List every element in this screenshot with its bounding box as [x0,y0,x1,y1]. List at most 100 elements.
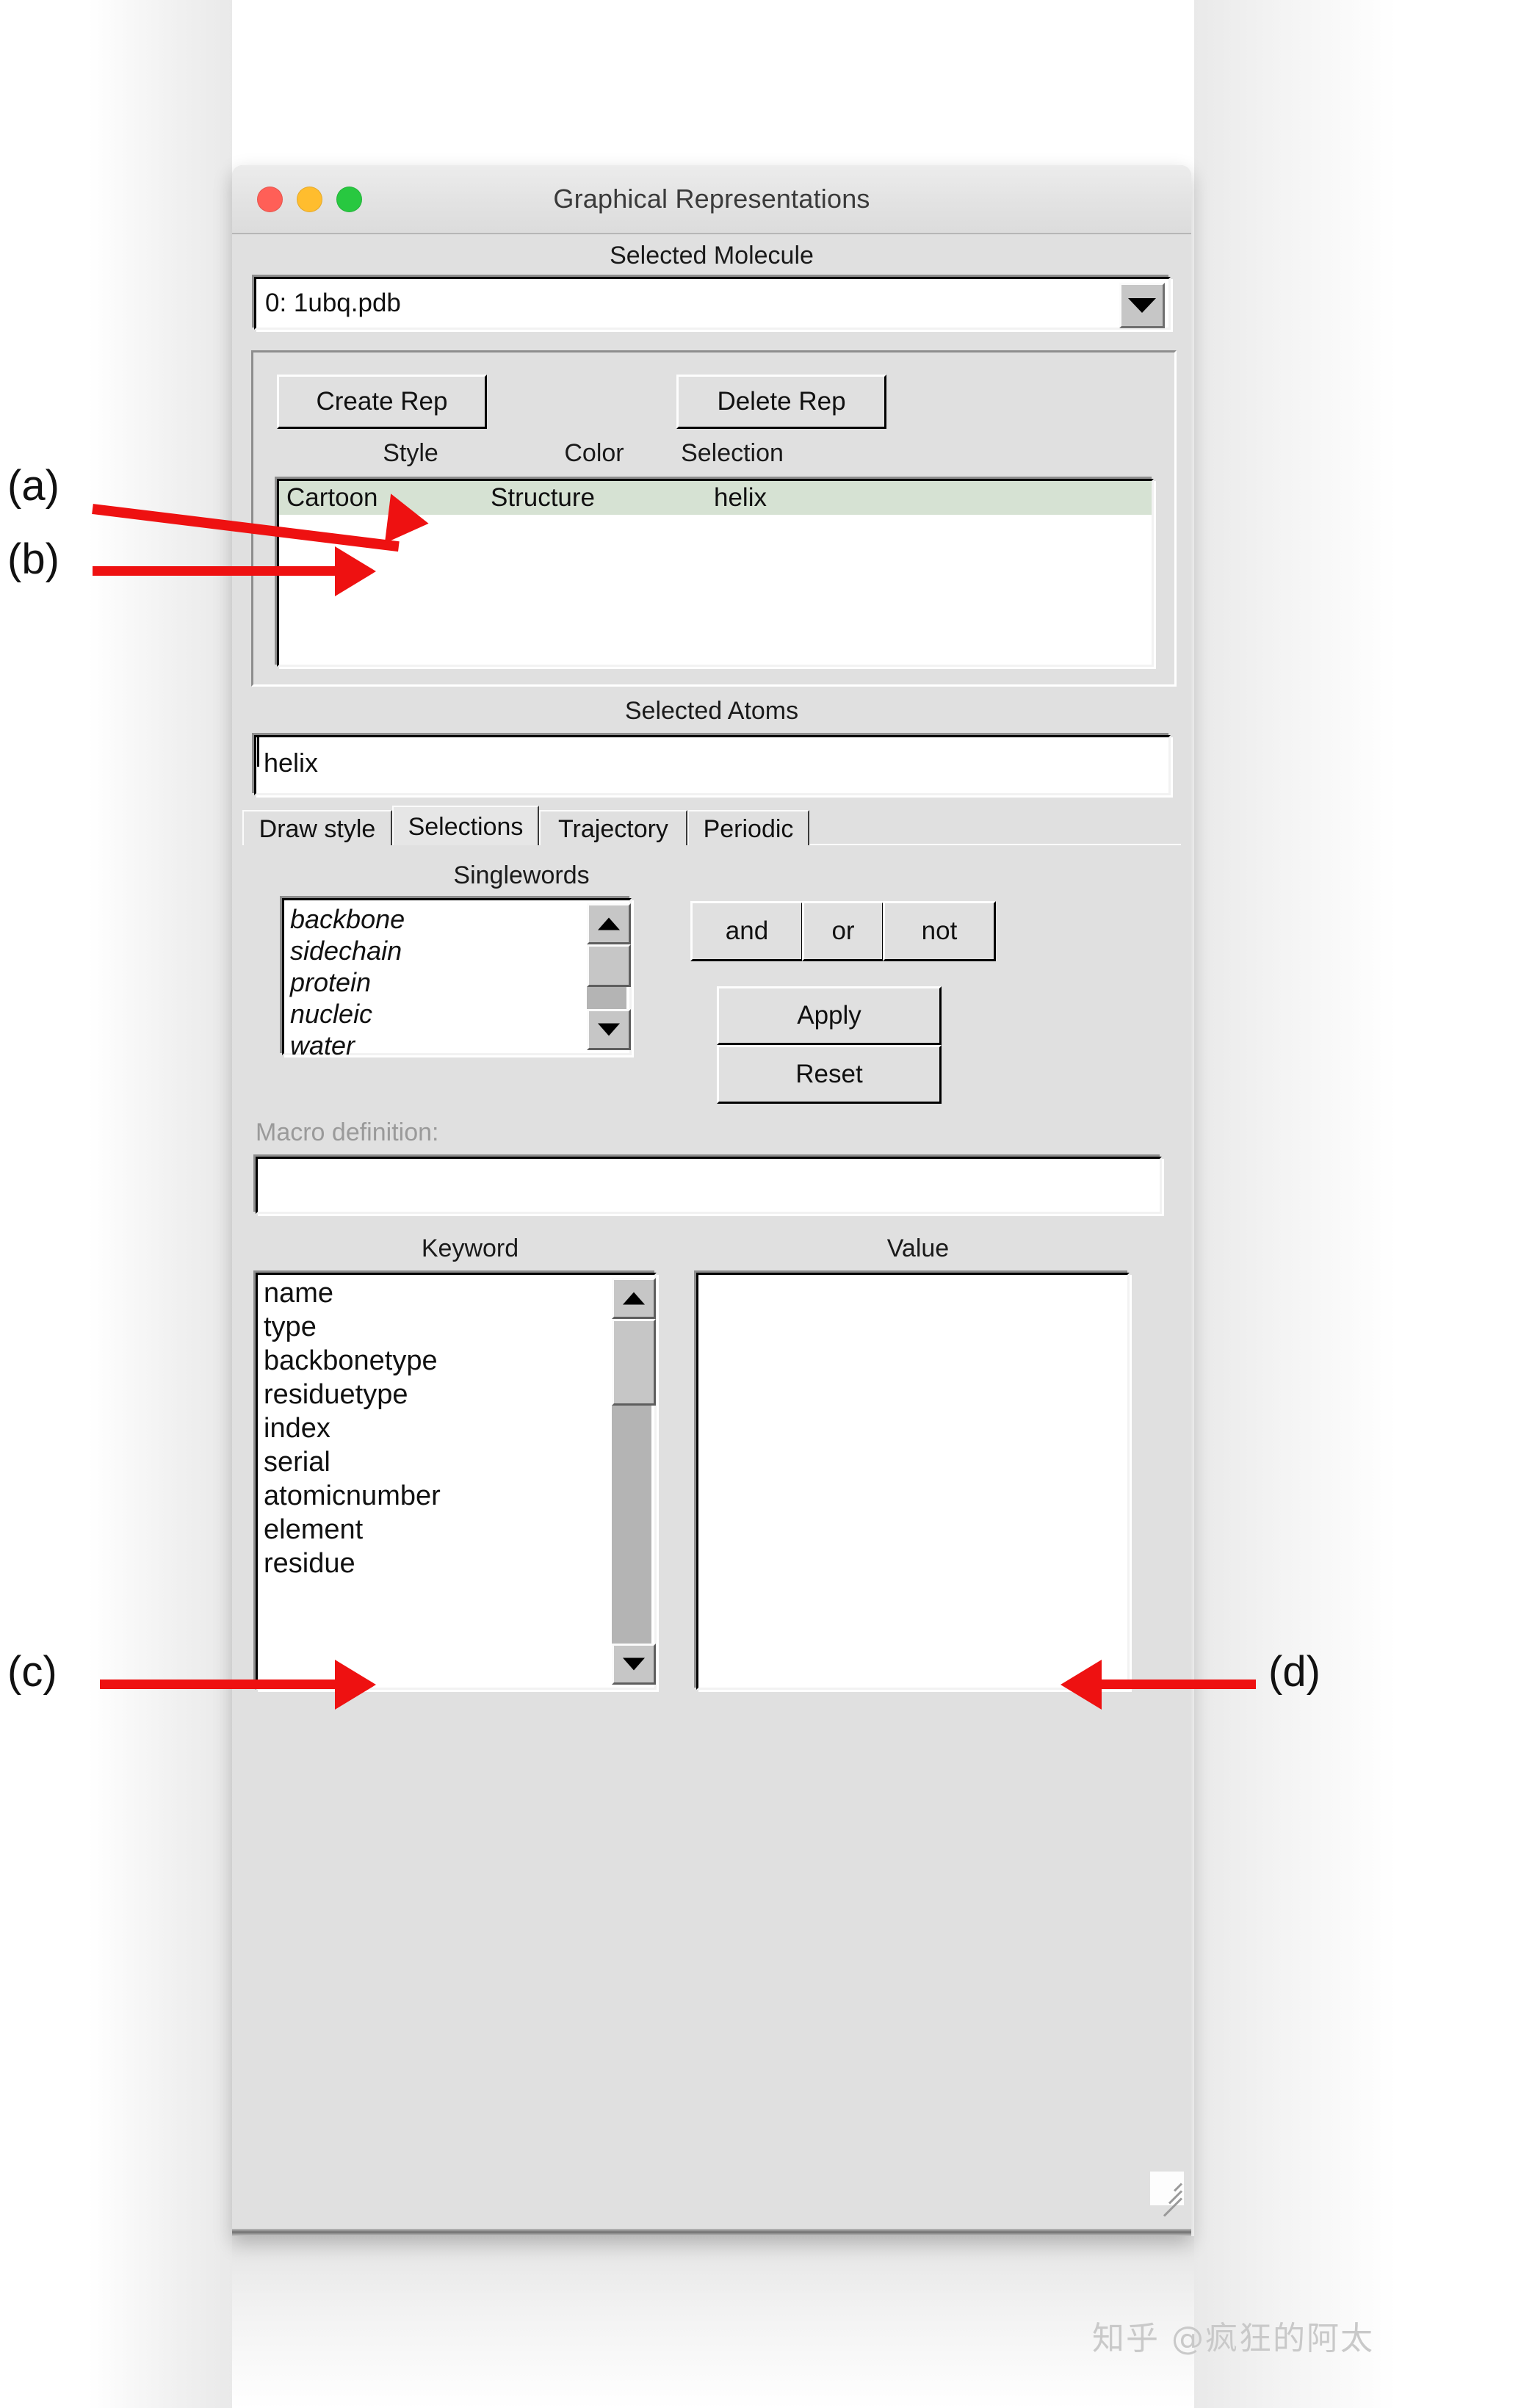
annotation-d-line [1102,1680,1256,1689]
list-item[interactable]: atomicnumber [264,1480,441,1511]
list-item[interactable]: serial [264,1447,330,1478]
selected-atoms-label: Selected Atoms [624,697,799,725]
annotation-c-label: (c) [7,1648,57,1696]
close-button[interactable] [257,187,283,212]
singlewords-label: Singlewords [453,861,590,889]
tab-draw-style-label: Draw style [259,814,376,843]
reset-label: Reset [795,1060,863,1088]
not-label: not [921,916,958,945]
singlewords-items: backbone sidechain protein nucleic water [290,903,577,1061]
value-label: Value [886,1234,950,1262]
tab-selections[interactable]: Selections [392,806,539,847]
row-style: Cartoon [286,483,378,512]
annotation-c-line [100,1680,335,1689]
tab-periodic[interactable]: Periodic [687,810,809,847]
window-body: Selected Molecule 0: 1ubq.pdb Create Rep… [232,234,1191,2236]
annotation-c-arrowhead [335,1660,376,1710]
annotation-b-arrowhead [335,546,376,596]
list-item[interactable]: index [264,1413,330,1444]
not-button[interactable]: not [883,901,996,961]
tab-draw-style[interactable]: Draw style [242,810,392,847]
selected-molecule-value: 0: 1ubq.pdb [265,289,401,317]
tab-bar: Draw style Selections Trajectory Periodi… [242,806,1181,847]
representations-panel: Create Rep Delete Rep Style Color Select… [251,350,1177,687]
tab-selections-label: Selections [408,812,524,841]
tab-periodic-label: Periodic [703,814,794,843]
list-item[interactable]: nucleic [290,999,373,1029]
zoom-button[interactable] [336,187,362,212]
logic-button-group: and or not [690,901,999,961]
or-label: or [831,916,855,945]
tab-trajectory-label: Trajectory [558,814,668,843]
annotation-d-label: (d) [1268,1648,1321,1696]
scroll-down-icon[interactable] [612,1644,656,1685]
macro-definition-label: Macro definition: [256,1118,439,1146]
list-item[interactable]: water [290,1030,355,1060]
and-label: and [725,916,769,945]
page-background-bottom [232,2236,1194,2408]
list-item[interactable]: type [264,1312,317,1342]
list-item[interactable]: backbonetype [264,1345,438,1376]
keyword-list[interactable]: name type backbonetype residuetype index… [256,1273,657,1690]
selected-atoms-input[interactable]: helix [254,735,1171,795]
delete-rep-label: Delete Rep [717,387,846,416]
singlewords-scrollbar[interactable] [587,903,631,1050]
annotation-d-arrowhead [1061,1660,1102,1710]
create-rep-label: Create Rep [316,387,448,416]
list-item[interactable]: backbone [290,904,405,934]
singlewords-list[interactable]: backbone sidechain protein nucleic water [282,898,632,1060]
page-background-right [1194,0,1521,2408]
table-row[interactable]: Cartoon Structure helix [279,481,1152,515]
apply-button[interactable]: Apply [717,986,942,1045]
apply-label: Apply [797,1001,861,1030]
scrollbar-thumb[interactable] [612,1319,656,1406]
chevron-down-icon [1128,298,1156,313]
list-item[interactable]: residue [264,1548,355,1579]
and-button[interactable]: and [690,901,803,961]
column-header-style: Style [383,439,438,467]
page-background-top [232,0,1194,165]
selected-molecule-label: Selected Molecule [610,242,814,270]
create-rep-button[interactable]: Create Rep [277,375,487,429]
row-color: Structure [491,483,595,512]
window-bottom-edge [232,2229,1191,2236]
annotation-a-arrowhead [384,493,432,549]
scroll-down-icon[interactable] [587,1009,631,1050]
window-title: Graphical Representations [553,184,870,214]
list-item[interactable]: residuetype [264,1379,408,1410]
graphical-representations-window: Graphical Representations Selected Molec… [232,165,1191,2236]
keyword-label: Keyword [421,1234,519,1262]
list-item[interactable]: name [264,1278,334,1309]
scroll-up-icon[interactable] [612,1278,656,1319]
value-list[interactable] [696,1273,1130,1690]
scroll-up-icon[interactable] [587,903,631,944]
delete-rep-button[interactable]: Delete Rep [676,375,886,429]
keyword-scrollbar[interactable] [612,1278,656,1685]
keyword-items: name type backbonetype residuetype index… [264,1276,601,1580]
resize-grip-icon[interactable] [1150,2172,1184,2217]
selected-molecule-combobox[interactable]: 0: 1ubq.pdb [254,277,1171,330]
minimize-button[interactable] [297,187,322,212]
selected-atoms-value: helix [264,748,319,778]
tab-trajectory[interactable]: Trajectory [539,810,687,847]
page-background-left [0,0,232,2408]
annotation-a-label: (a) [7,462,59,510]
column-header-color: Color [564,439,624,467]
macro-definition-input[interactable] [256,1157,1162,1214]
annotation-b-line [93,566,335,576]
representations-list[interactable]: Cartoon Structure helix [277,479,1154,667]
text-caret [257,737,259,767]
list-item[interactable]: protein [290,967,372,997]
watermark: 知乎 @疯狂的阿太 [1092,2320,1374,2357]
column-header-selection: Selection [681,439,784,467]
scrollbar-thumb[interactable] [587,944,631,987]
list-item[interactable]: element [264,1514,364,1545]
or-button[interactable]: or [802,901,884,961]
window-titlebar[interactable]: Graphical Representations [232,165,1191,234]
reset-button[interactable]: Reset [717,1045,942,1104]
combobox-dropdown-button[interactable] [1119,283,1165,328]
annotation-b-label: (b) [7,535,59,583]
row-selection: helix [714,483,767,512]
list-item[interactable]: sidechain [290,936,402,966]
selections-panel: Singlewords backbone sidechain protein n… [242,845,1181,2219]
